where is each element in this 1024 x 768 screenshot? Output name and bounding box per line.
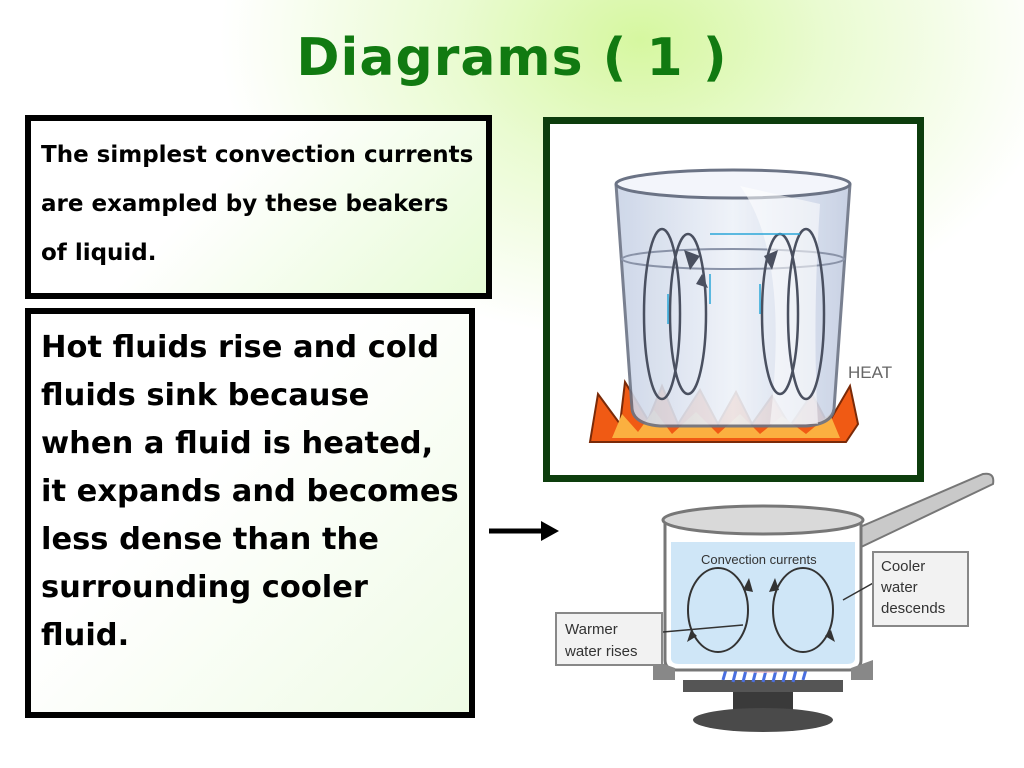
cooler-water-label-box: [872, 551, 969, 627]
warmer-water-label-box: [555, 612, 663, 666]
cooler-water-label-line2: water: [880, 579, 918, 596]
pan-handle: [851, 472, 995, 550]
pot-icon: [653, 504, 873, 680]
warmer-water-label-line1: Warmer: [565, 621, 618, 638]
cooler-water-label-line1: Cooler: [881, 558, 925, 575]
page-title: Diagrams ( 1 ): [296, 28, 728, 88]
beaker-diagram: HEAT: [543, 117, 924, 482]
intro-text: The simplest convection currents are exa…: [41, 142, 474, 266]
explanation-text: Hot fluids rise and cold fluids sink bec…: [41, 330, 459, 653]
convection-currents-label: Convection currents: [701, 552, 817, 567]
pan-diagram: Convection currents Cooler water descend…: [555, 472, 995, 732]
cooler-water-label-line3: descends: [881, 600, 945, 617]
heat-label: HEAT: [848, 363, 892, 382]
convection-current-icon: [687, 567, 835, 653]
explanation-text-box: Hot fluids rise and cold fluids sink bec…: [25, 308, 475, 718]
warmer-water-label-line2: water rises: [564, 643, 638, 660]
right-arrow-icon: [489, 521, 559, 541]
intro-text-box: The simplest convection currents are exa…: [25, 115, 492, 299]
